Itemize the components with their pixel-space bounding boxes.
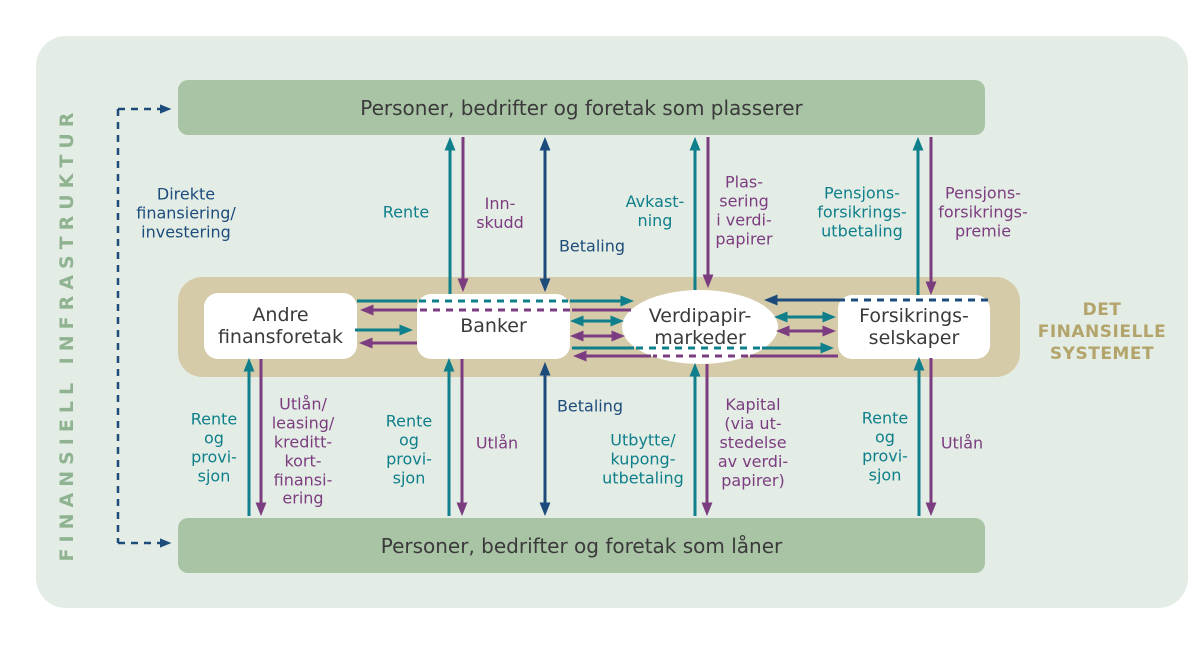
flow-label-pensjonsforsikrings-premie: Pensjons- forsikrings- premie	[938, 183, 1028, 241]
flow-label-rente-og-provisjon-1: Rente og provi- sjon	[190, 409, 238, 485]
flow-label-avkastning: Avkast- ning	[625, 192, 685, 230]
flow-label-direkte-finansiering: Direkte finansiering/ investering	[136, 184, 236, 242]
flow-label-rente-top: Rente	[382, 202, 430, 222]
flow-label-kapital-via-utstedelse: Kapital (via ut- stedelse av verdi- papi…	[717, 394, 789, 490]
flow-label-pensjonsforsikrings-utbetaling: Pensjons- forsikrings- utbetaling	[817, 183, 907, 241]
flow-label-rente-og-provisjon-3: Rente og provi- sjon	[861, 408, 909, 484]
other-financial-institutions-box: Andre finansforetak	[204, 293, 357, 359]
borrowers-box: Personer, bedrifter og foretak som låner	[178, 518, 985, 573]
insurance-companies-box: Forsikrings- selskaper	[838, 295, 990, 359]
flow-label-betaling-top: Betaling	[558, 236, 626, 256]
financial-system-title: DET FINANSIELLE SYSTEMET	[1037, 300, 1167, 364]
flow-label-rente-og-provisjon-2: Rente og provi- sjon	[385, 411, 433, 487]
flow-label-betaling-bottom: Betaling	[556, 396, 624, 416]
insurance-companies-label: Forsikrings- selskaper	[859, 304, 969, 349]
flow-label-innskudd: Inn- skudd	[476, 194, 524, 232]
financial-infrastructure-label: FINANSIELL INFRASTRUKTUR	[56, 106, 78, 562]
borrowers-box-label: Personer, bedrifter og foretak som låner	[380, 533, 783, 558]
flow-label-utlaan-2: Utlån	[940, 433, 984, 453]
banks-box: Banker	[417, 294, 570, 359]
other-financial-institutions-label: Andre finansforetak	[217, 303, 344, 348]
flow-label-plassering-i-verdipapirer: Plas- sering i verdi- papirer	[715, 172, 773, 248]
securities-markets-ellipse: Verdipapir- markeder	[622, 290, 778, 364]
investors-box: Personer, bedrifter og foretak som plass…	[178, 80, 985, 135]
banks-label: Banker	[460, 315, 527, 338]
flow-label-utbytte-kupongutbetaling: Utbytte/ kupong- utbetaling	[602, 430, 684, 488]
flow-label-utlaan-1: Utlån	[475, 433, 519, 453]
investors-box-label: Personer, bedrifter og foretak som plass…	[360, 95, 803, 120]
securities-markets-label: Verdipapir- markeder	[648, 304, 752, 349]
flow-label-utlaan-leasing-kredittkort: Utlån/ leasing/ kreditt- kort- finansi- …	[271, 394, 335, 508]
